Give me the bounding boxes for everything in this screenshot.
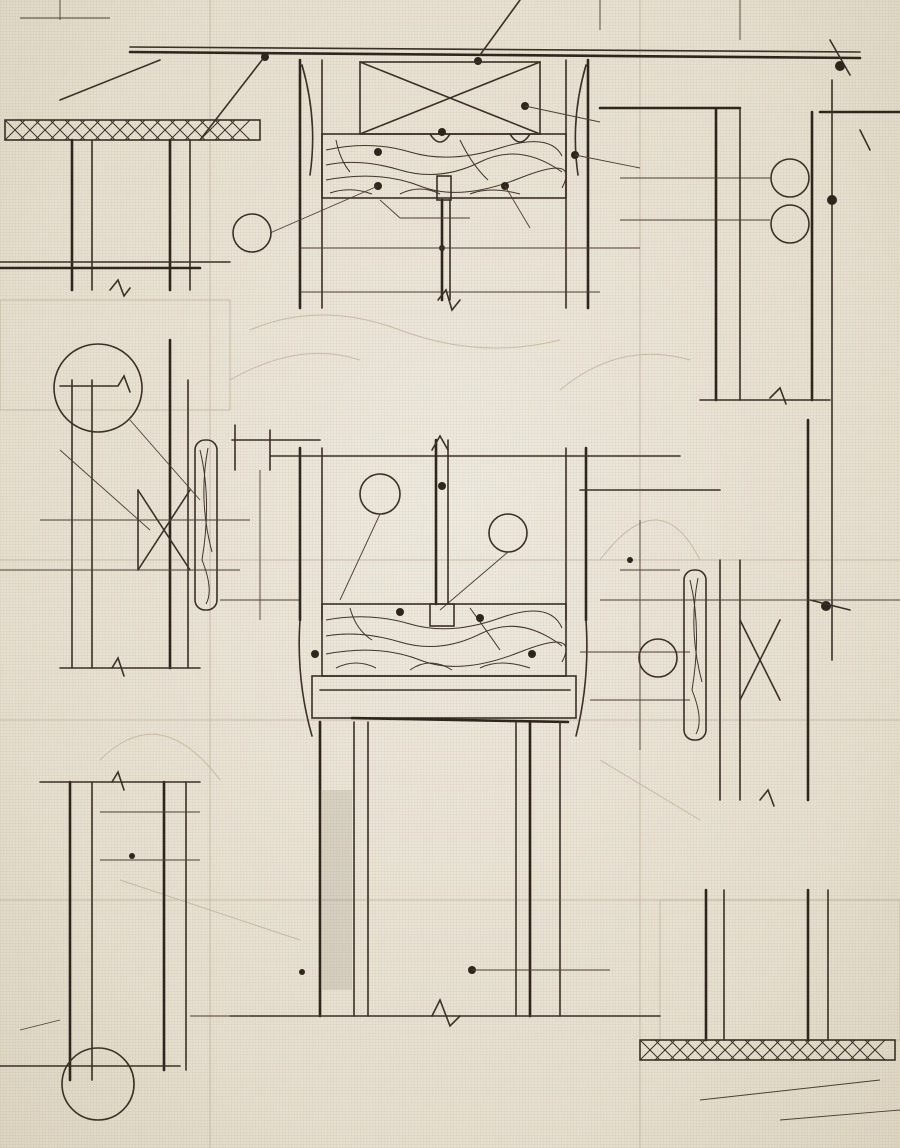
crosshatch-lower-right	[639, 1039, 886, 1061]
lower-joint-detail	[269, 434, 690, 737]
wood-grain-upper	[325, 139, 567, 195]
top-beam	[20, 0, 862, 76]
lower-central-posts	[229, 720, 661, 1028]
lower-right-wall	[639, 888, 900, 1121]
lower-left-wall	[0, 770, 250, 1121]
upper-joint-detail	[232, 58, 641, 312]
upper-left-wall	[0, 59, 263, 298]
wood-grain-lower	[325, 607, 567, 671]
right-mid-detail	[579, 386, 900, 807]
right-wall	[598, 79, 900, 661]
crosshatch-upper-left	[4, 119, 251, 141]
left-mid-wall	[0, 338, 321, 677]
